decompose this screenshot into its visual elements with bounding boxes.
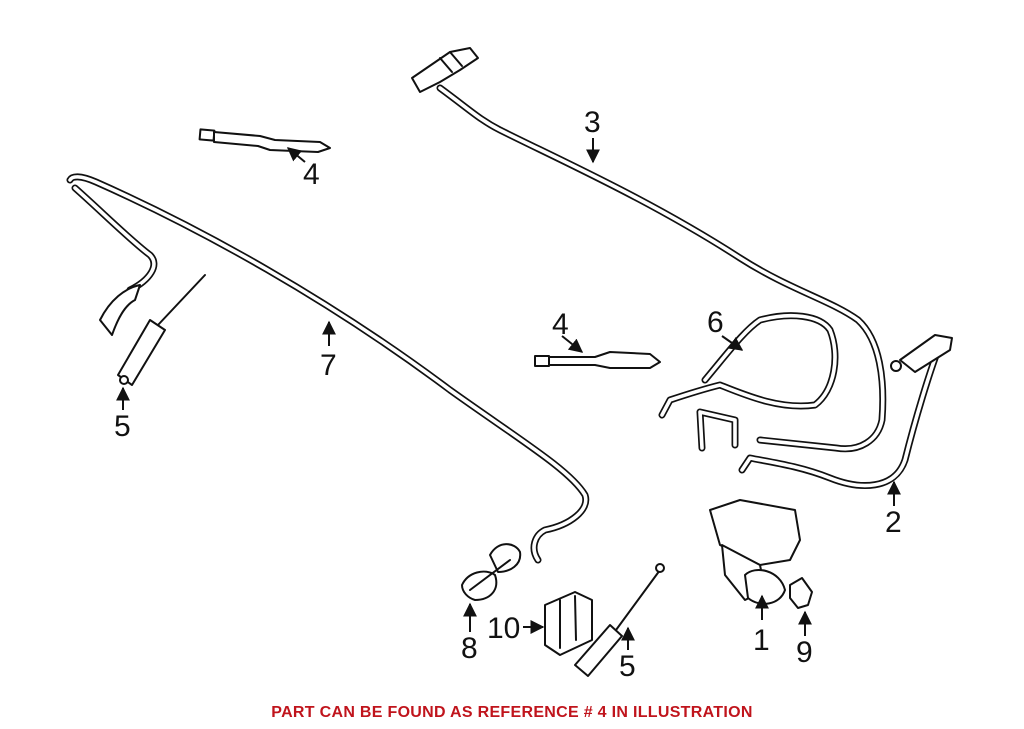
callout-label-9: 9 bbox=[796, 636, 813, 669]
callout-label-4-middle: 4 bbox=[552, 308, 569, 341]
washer-hose-3 bbox=[436, 84, 887, 453]
callout-label-8: 8 bbox=[461, 632, 478, 665]
callout-label-5-bottom: 5 bbox=[619, 650, 636, 683]
callout-label-7: 7 bbox=[320, 349, 337, 382]
plug-9-icon bbox=[789, 577, 813, 609]
callout-4-middle: 4 bbox=[552, 308, 584, 353]
bracket-icon bbox=[99, 284, 141, 336]
callout-label-4-upper: 4 bbox=[303, 158, 320, 191]
callout-label-6: 6 bbox=[707, 306, 724, 339]
callout-7: 7 bbox=[320, 320, 337, 382]
washer-hose-6 bbox=[658, 312, 839, 452]
connector-2-icon bbox=[890, 334, 953, 373]
strut-5-left-icon bbox=[117, 274, 206, 386]
pump-1-icon bbox=[709, 499, 801, 605]
callout-2: 2 bbox=[885, 480, 902, 539]
washer-hose-7 bbox=[66, 173, 590, 564]
callout-label-5-left: 5 bbox=[114, 410, 131, 443]
clip-8-icon bbox=[461, 543, 522, 601]
callout-6: 6 bbox=[707, 306, 744, 351]
callout-3: 3 bbox=[584, 106, 601, 164]
callout-10: 10 bbox=[487, 612, 545, 645]
washer-hose-2 bbox=[738, 341, 944, 489]
callout-8: 8 bbox=[461, 602, 478, 665]
callout-label-2: 2 bbox=[885, 506, 902, 539]
callout-9: 9 bbox=[796, 610, 813, 669]
callout-5-left: 5 bbox=[114, 386, 131, 443]
callout-5-bottom: 5 bbox=[619, 626, 636, 683]
reference-note: PART CAN BE FOUND AS REFERENCE # 4 IN IL… bbox=[271, 704, 753, 721]
callout-4-upper: 4 bbox=[286, 147, 320, 191]
nozzle-3-icon bbox=[411, 47, 479, 93]
connector-10-icon bbox=[544, 591, 593, 656]
nozzle-4-upper-icon bbox=[198, 128, 331, 153]
callout-label-3: 3 bbox=[584, 106, 601, 139]
nozzle-4-middle-icon bbox=[534, 351, 661, 369]
callout-1: 1 bbox=[753, 594, 770, 657]
callout-label-10: 10 bbox=[487, 612, 520, 645]
callout-label-1: 1 bbox=[753, 624, 770, 657]
